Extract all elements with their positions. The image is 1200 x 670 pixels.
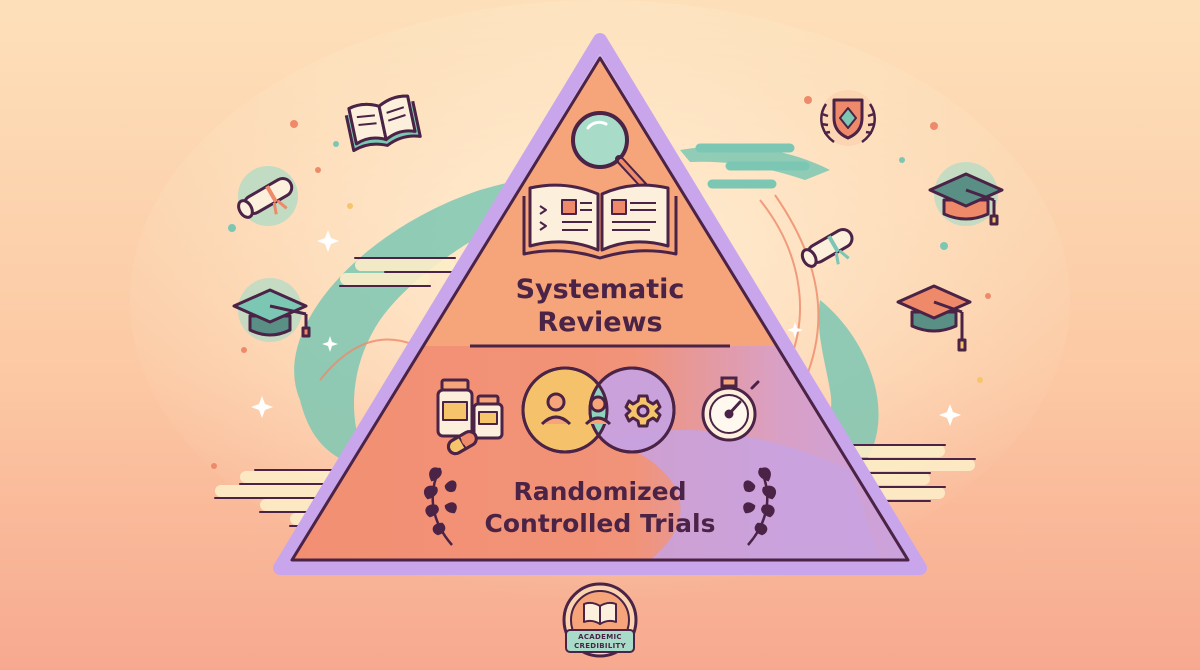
open-book-icon	[522, 183, 678, 260]
diploma-scroll-right-icon	[800, 228, 854, 268]
graduation-cap-lower-right-icon	[896, 284, 972, 352]
bottom-tier-line2: Controlled Trials	[485, 509, 716, 538]
laurel-left-icon	[424, 467, 457, 546]
medicine-bottles-icon	[436, 378, 504, 456]
crest-laurel-icon	[820, 90, 876, 146]
bottom-tier-line1: Randomized	[513, 477, 686, 506]
graduation-cap-left-icon	[232, 278, 311, 342]
speed-lines-top-right	[695, 143, 810, 189]
diploma-scroll-left-icon	[237, 166, 298, 226]
academic-credibility-badge: ACADEMIC CREDIBILITY	[562, 582, 638, 658]
decorative-sparkles	[251, 230, 961, 426]
laurel-right-icon	[743, 467, 776, 546]
graduation-cap-right-icon	[928, 162, 1004, 226]
badge-line2: CREDIBILITY	[574, 642, 627, 650]
lavender-brush-stroke	[610, 430, 880, 560]
top-tier-line1: Systematic	[516, 274, 685, 305]
decorative-dots	[211, 96, 991, 469]
floating-book-icon	[344, 94, 422, 153]
magnifier-icon	[571, 111, 648, 190]
badge-book-icon	[583, 601, 617, 625]
pyramid-inner-border	[290, 56, 910, 562]
top-tier-line2: Reviews	[537, 307, 662, 338]
gear-icon	[624, 394, 662, 428]
stopwatch-icon	[701, 376, 760, 442]
badge-line1: ACADEMIC	[578, 633, 622, 641]
